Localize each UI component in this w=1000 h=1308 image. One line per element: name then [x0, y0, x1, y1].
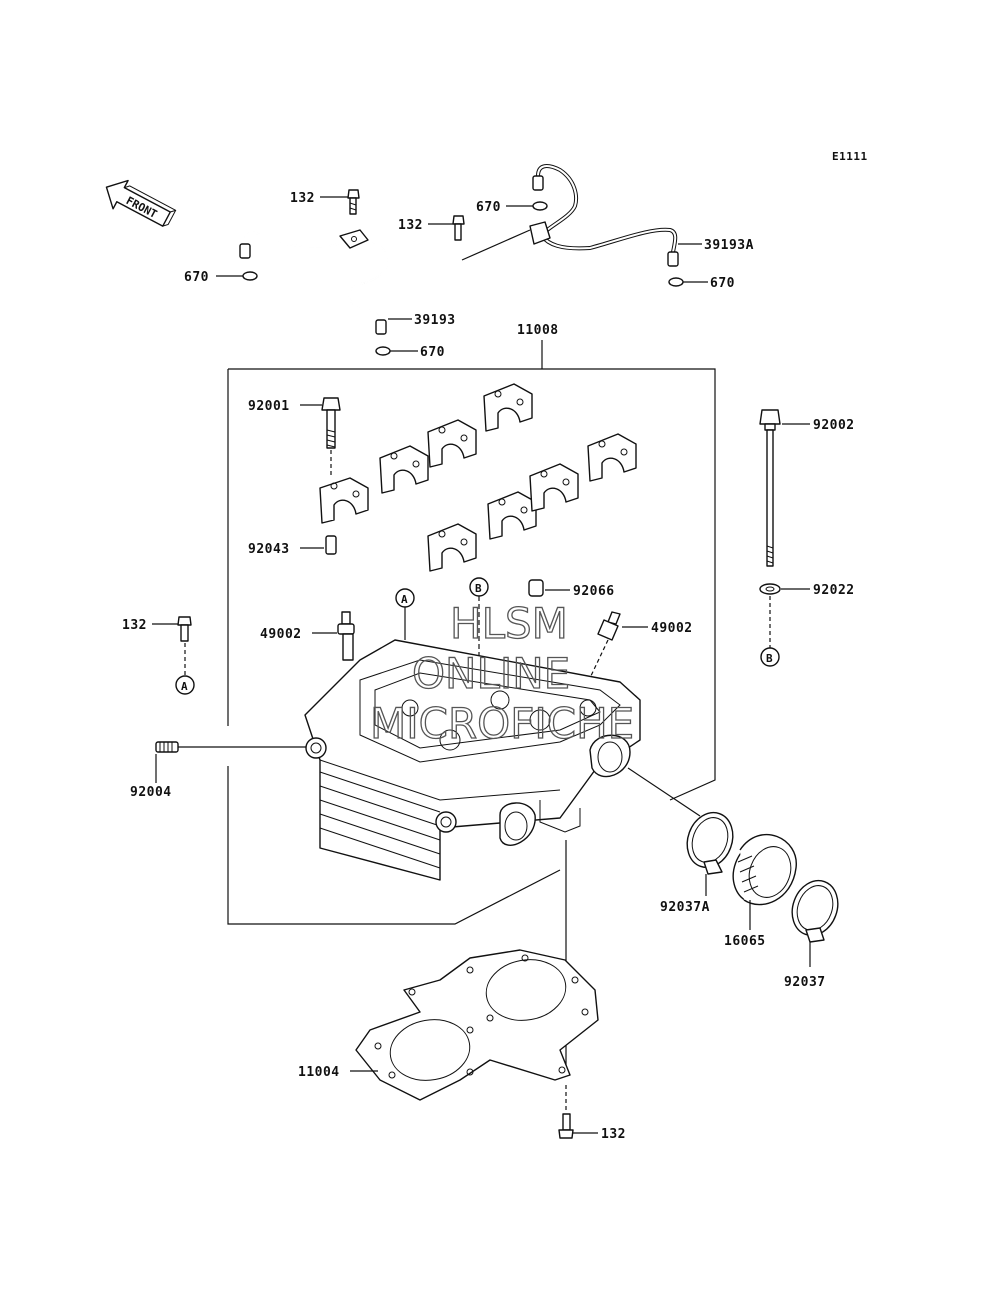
bolt-92002: [759, 409, 781, 567]
head-gasket-11004: [355, 949, 599, 1101]
assembly-frame: [228, 368, 716, 801]
stud-92004: [155, 741, 179, 753]
label-11008: 11008: [517, 323, 559, 338]
bolt-132-bottom: [558, 1113, 574, 1139]
label-92043: 92043: [248, 542, 290, 557]
svg-text:B: B: [475, 582, 482, 595]
label-132-top-center: 132: [398, 218, 423, 233]
washer-92022: [759, 583, 781, 595]
camshaft-caps: [319, 383, 637, 572]
label-670-left: 670: [184, 270, 209, 285]
diagram-code: E1111: [832, 150, 868, 163]
clamp-92037a: [686, 811, 734, 875]
bolt-132-top-center: [452, 215, 465, 241]
label-11004: 11004: [298, 1065, 340, 1080]
bolt-132-top-left: [347, 189, 360, 215]
label-670-bottom: 670: [420, 345, 445, 360]
svg-text:B: B: [766, 652, 773, 665]
label-670-right: 670: [710, 276, 735, 291]
label-16065: 16065: [724, 934, 766, 949]
svg-text:MICROFICHE: MICROFICHE: [370, 699, 634, 748]
dowel-92043: [325, 535, 337, 555]
holder-16065: [732, 833, 797, 906]
label-49002-right: 49002: [651, 621, 693, 636]
label-132-bottom: 132: [601, 1127, 626, 1142]
svg-text:A: A: [401, 593, 408, 606]
front-arrow-icon: FRONT: [105, 179, 177, 227]
label-132-top-left: 132: [290, 191, 315, 206]
watermark: HLSM ONLINE MICROFICHE: [369, 598, 634, 748]
bolt-132-left: [177, 616, 192, 642]
label-132-left: 132: [122, 618, 147, 633]
ref-b-right: [760, 647, 780, 667]
oil-pipe-39193a: [529, 164, 679, 267]
label-92004: 92004: [130, 785, 172, 800]
label-92001: 92001: [248, 399, 290, 414]
oring-670-left: [242, 271, 258, 281]
stud-49002-left: [337, 611, 355, 661]
cap-92066: [528, 579, 544, 597]
label-92037a: 92037A: [660, 900, 710, 915]
oring-670-right: [668, 277, 684, 287]
svg-text:ONLINE: ONLINE: [412, 649, 570, 698]
cylinder-head: [304, 639, 641, 881]
label-39193a: 39193A: [704, 238, 754, 253]
oil-pipe-39193: [239, 229, 390, 335]
bolt-92001: [321, 397, 341, 449]
oring-670-top: [532, 201, 548, 211]
label-92022: 92022: [813, 583, 855, 598]
ref-a-left: [175, 675, 195, 695]
label-92037: 92037: [784, 975, 826, 990]
svg-text:HLSM: HLSM: [450, 599, 568, 648]
svg-text:A: A: [181, 680, 188, 693]
clamp-92037: [791, 879, 839, 943]
label-670-top: 670: [476, 200, 501, 215]
oring-670-bottom: [375, 346, 391, 356]
label-92002: 92002: [813, 418, 855, 433]
label-49002-left: 49002: [260, 627, 302, 642]
stud-49002-right: [597, 611, 621, 641]
label-92066: 92066: [573, 584, 615, 599]
label-39193: 39193: [414, 313, 456, 328]
